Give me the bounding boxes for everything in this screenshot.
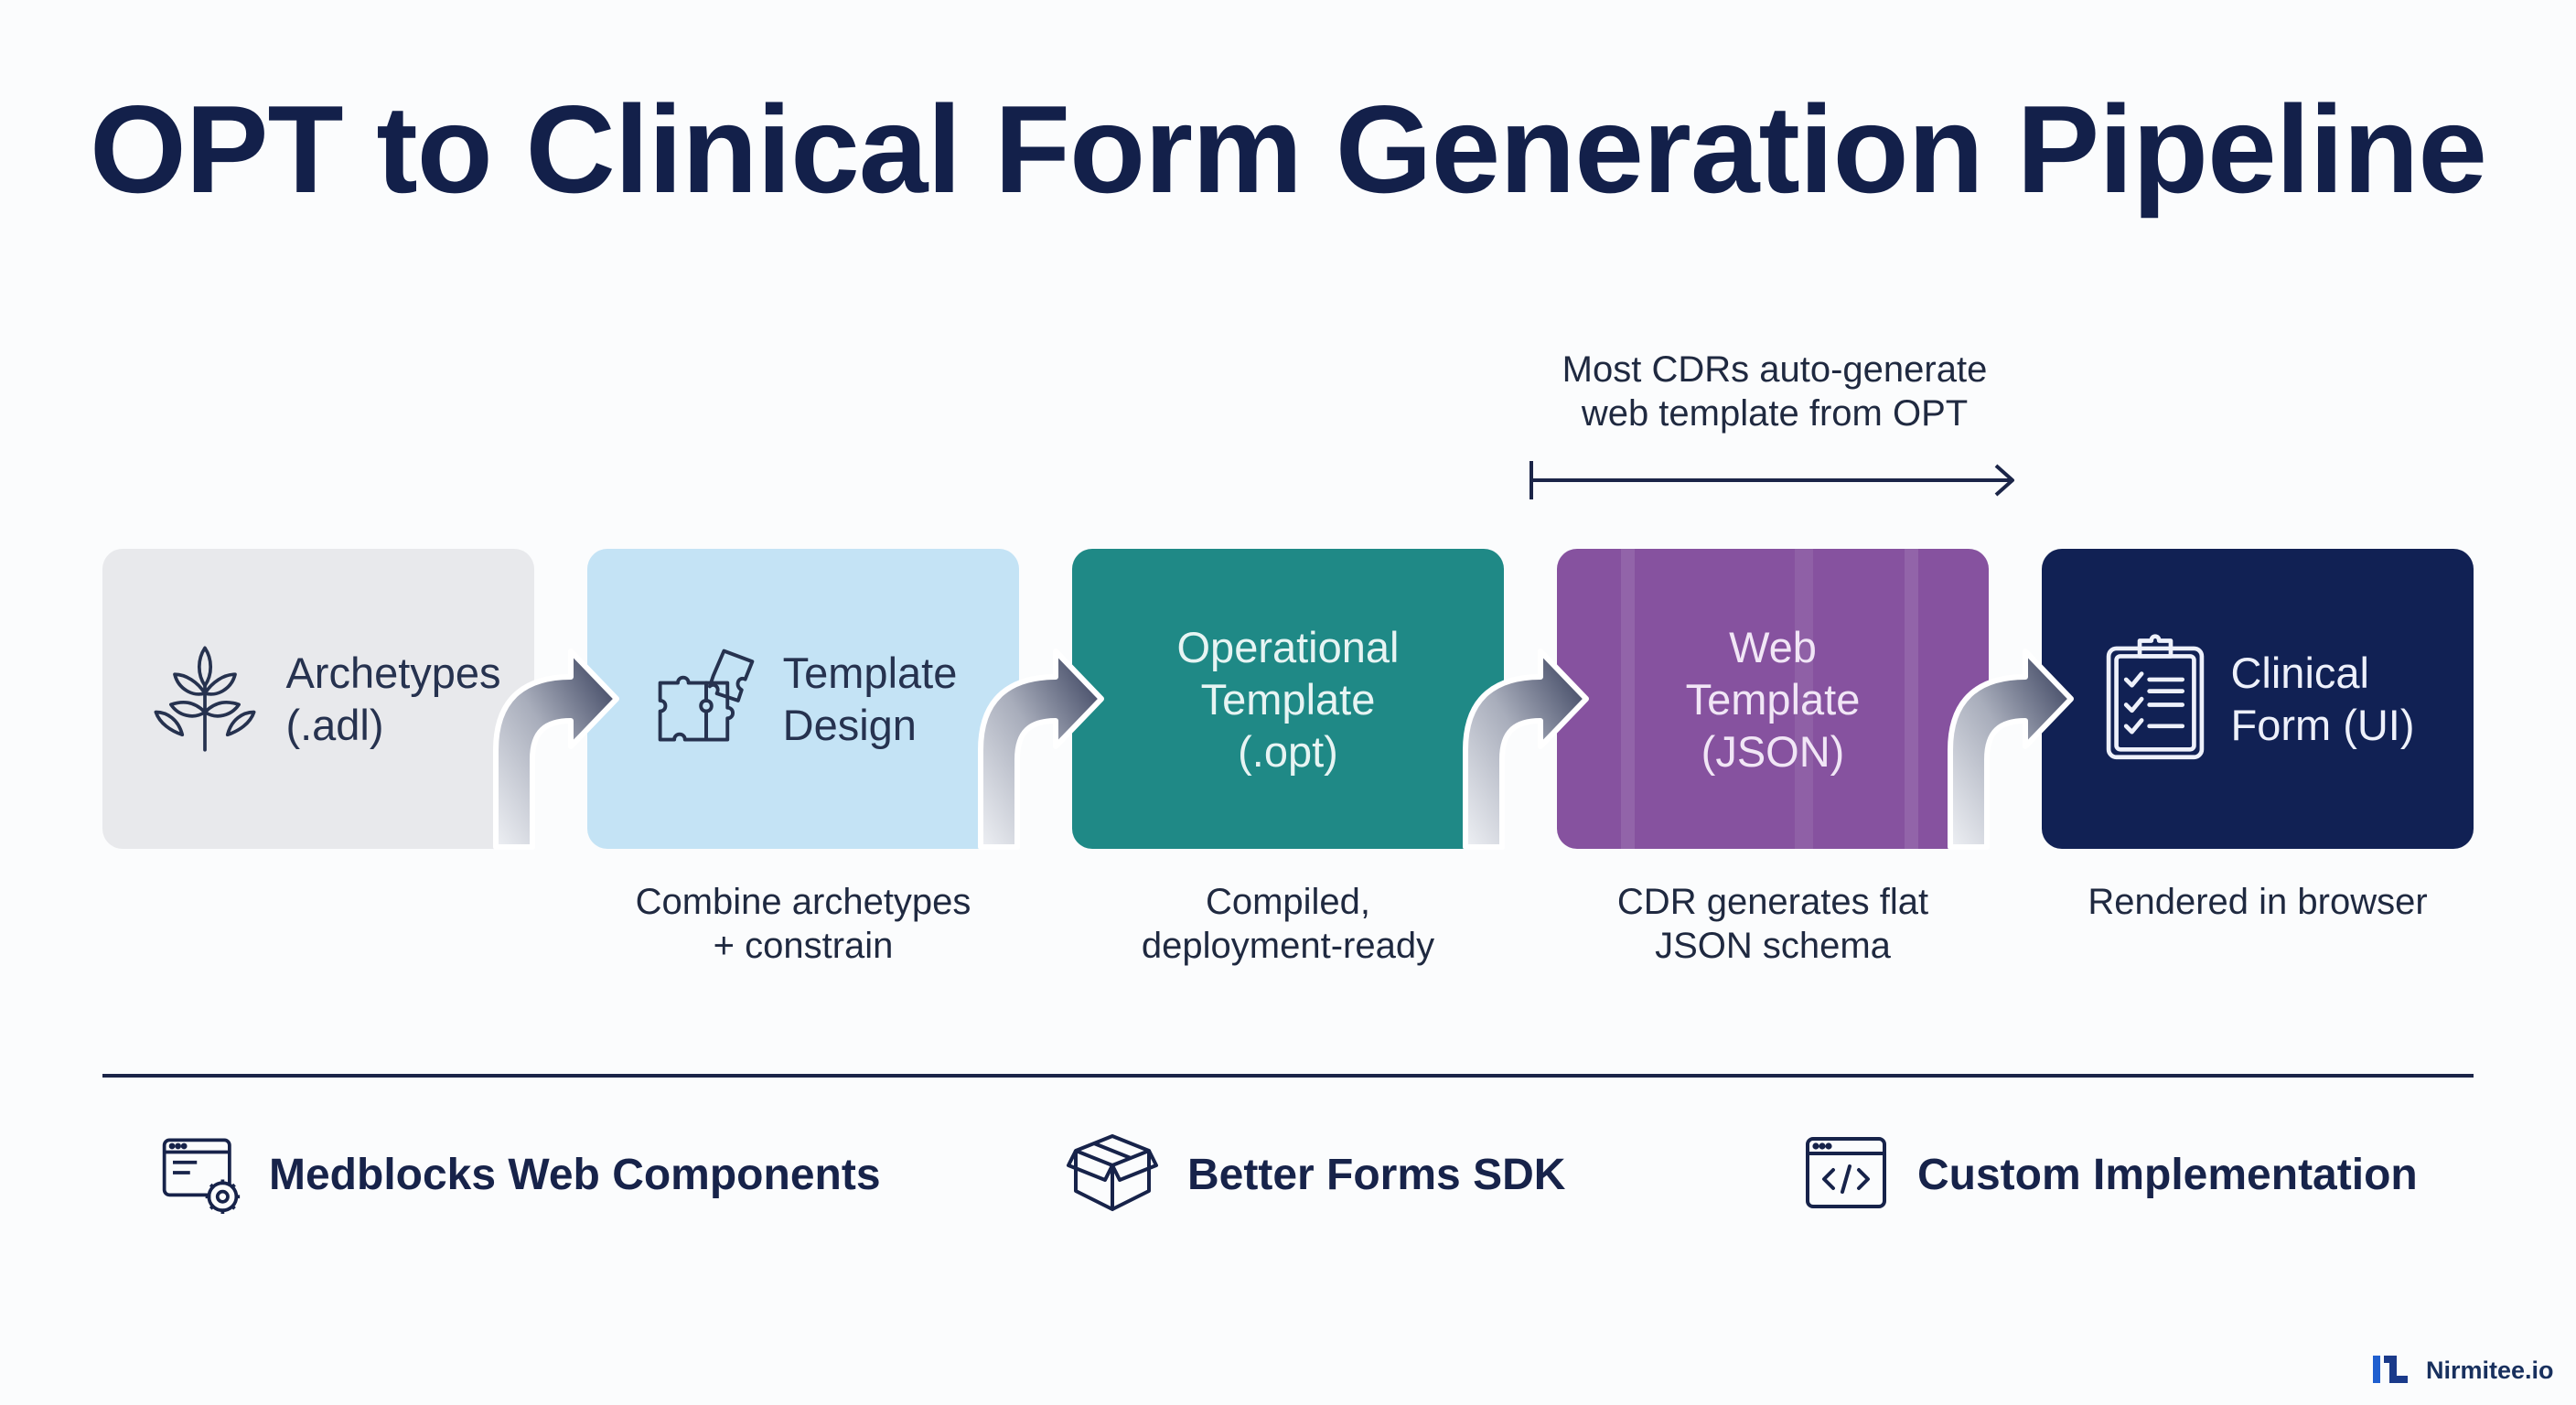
stage-archetypes: Archetypes (.adl) [102,549,534,849]
stage-label: Web Template (JSON) [1685,622,1861,776]
brand-name: Nirmitee.io [2426,1356,2554,1384]
clipboard-icon [2100,633,2210,766]
stage-operational-template: Operational Template (.opt) [1072,549,1504,849]
stage-description: CDR generates flat JSON schema [1616,882,1929,966]
flow-arrow [1948,649,2074,850]
stage-clinical-form: Clinical Form (UI) [2042,549,2474,849]
box-icon [1065,1129,1160,1221]
plant-icon [145,637,265,762]
stage-label: Template Design [782,649,958,749]
nirmitee-logo-icon [2371,1352,2415,1389]
brand-watermark: Nirmitee.io [2371,1350,2554,1390]
code-window-icon [1802,1132,1890,1218]
implementation-custom: Custom Implementation [1802,1131,2418,1218]
flow-arrow [493,649,619,850]
stage-label: Archetypes (.adl) [285,649,501,749]
stage-template-design: Template Design [587,549,1019,849]
stage-web-template: Web Template (JSON) [1557,549,1989,849]
stage-label: Clinical Form (UI) [2230,649,2415,749]
cdr-note: Most CDRs auto-generate web template fro… [1562,349,1988,434]
flow-arrow [1463,649,1589,850]
puzzle-icon [649,640,763,758]
stage-description: Combine archetypes + constrain [635,882,971,966]
implementation-label: Better Forms SDK [1187,1150,1566,1199]
page-title: OPT to Clinical Form Generation Pipeline [90,80,2487,219]
implementation-better-forms: Better Forms SDK [1065,1131,1565,1218]
note-range-arrow [1530,461,2014,499]
browser-gear-icon [159,1132,242,1218]
implementation-label: Medblocks Web Components [269,1150,881,1199]
stage-label: Operational Template (.opt) [1176,622,1400,776]
section-divider [102,1074,2474,1078]
flow-arrow [978,649,1104,850]
implementation-medblocks: Medblocks Web Components [159,1131,881,1218]
stage-description: Compiled, deployment-ready [1141,882,1435,966]
stage-description: Rendered in browser [2088,882,2428,922]
implementation-label: Custom Implementation [1917,1150,2418,1199]
